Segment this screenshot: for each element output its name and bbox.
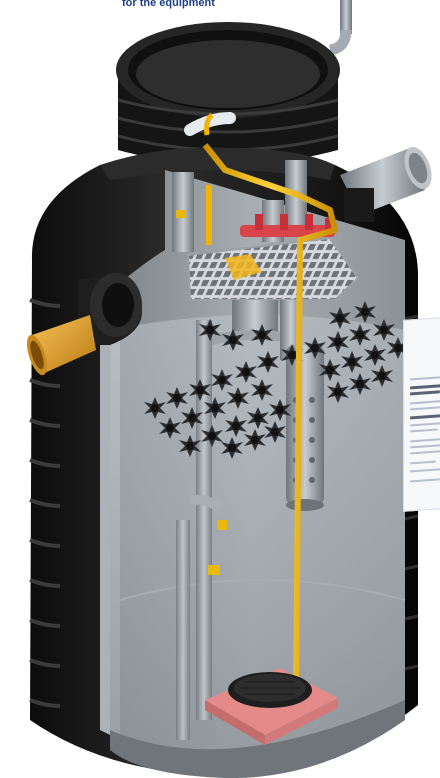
vent-pipe xyxy=(328,0,352,56)
inner-pipes xyxy=(172,160,307,740)
outlet-pipe xyxy=(340,146,432,222)
caption-text: for the equipment xyxy=(122,0,215,9)
aeration-diffuser xyxy=(205,668,338,745)
yellow-fittings xyxy=(176,210,227,575)
instruction-sheet xyxy=(403,316,440,512)
inlet-pipe xyxy=(26,273,142,376)
yellow-air-pipe xyxy=(202,112,338,701)
perforated-pipe xyxy=(286,345,324,511)
